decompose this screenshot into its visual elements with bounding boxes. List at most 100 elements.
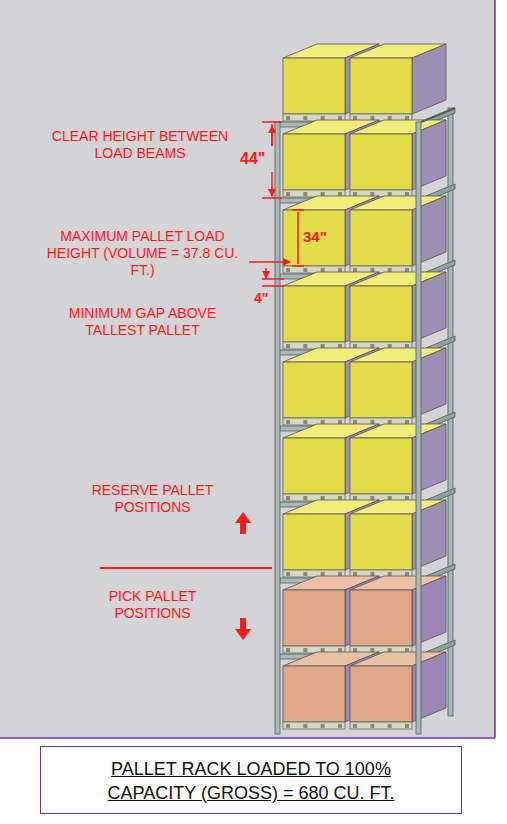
pallet-slot <box>388 420 392 424</box>
pallet-slot <box>338 344 342 348</box>
box-front <box>350 514 412 570</box>
pallet-load <box>350 196 446 273</box>
pallet-slot <box>353 648 357 652</box>
pallet-load <box>350 44 446 121</box>
pallet-slot <box>303 496 307 500</box>
callout-label: PICK PALLET POSITIONS <box>70 588 235 622</box>
pallet-slot <box>286 192 290 196</box>
pallet-slot <box>286 572 290 576</box>
dimension-line <box>271 124 273 146</box>
pallet-slot <box>338 724 342 728</box>
box-front <box>350 210 412 266</box>
extension-line <box>262 197 282 199</box>
pallet-slot <box>405 572 409 576</box>
pallet-load <box>350 500 446 577</box>
pallet-slot <box>338 420 342 424</box>
pallet-slot <box>338 116 342 120</box>
box-front <box>350 58 412 114</box>
box-front <box>350 134 412 190</box>
box-front <box>283 438 345 494</box>
callout-label: MAXIMUM PALLET LOAD HEIGHT (VOLUME = 37.… <box>40 228 245 279</box>
rack-top-rail <box>421 108 455 122</box>
pallet-slot <box>353 344 357 348</box>
box-front <box>350 666 412 722</box>
pallet-slot <box>353 192 357 196</box>
pallet-slot <box>286 420 290 424</box>
panel-ground <box>0 0 495 738</box>
pallet-slot <box>405 724 409 728</box>
box-front <box>283 58 345 114</box>
box-front <box>283 514 345 570</box>
dimension-line <box>297 212 299 264</box>
callout-label: MINIMUM GAP ABOVE TALLEST PALLET <box>45 305 240 339</box>
pallet-slot <box>405 648 409 652</box>
pallet-slot <box>286 648 290 652</box>
pallet-load <box>350 424 446 501</box>
pallet-slot <box>321 268 325 272</box>
box-front <box>283 286 345 342</box>
dimension-label: 34" <box>303 228 327 245</box>
dimension-label: 4" <box>254 290 268 307</box>
pallet-slot <box>321 648 325 652</box>
pallet-slot <box>405 192 409 196</box>
pallet-slot <box>405 268 409 272</box>
callout-label: CLEAR HEIGHT BETWEEN LOAD BEAMS <box>50 128 230 162</box>
pallet-slot <box>286 344 290 348</box>
pallet-slot <box>388 572 392 576</box>
divider-line <box>100 567 272 569</box>
pallet-slot <box>286 268 290 272</box>
pallet-slot <box>321 496 325 500</box>
pallet-slot <box>370 344 374 348</box>
extension-line <box>262 121 282 123</box>
pallet-slot <box>370 420 374 424</box>
box-front <box>283 134 345 190</box>
pallet-slot <box>286 724 290 728</box>
pallet-load <box>350 120 446 197</box>
pallet-slot <box>338 496 342 500</box>
box-front <box>283 666 345 722</box>
pallet-slot <box>370 116 374 120</box>
rack-upright <box>448 108 453 716</box>
pallet <box>350 722 412 729</box>
dimension-tick <box>292 209 304 211</box>
pallet-slot <box>370 192 374 196</box>
pallet-slot <box>303 724 307 728</box>
pallet-load <box>350 652 446 729</box>
pallet-slot <box>338 268 342 272</box>
pallet-slot <box>353 724 357 728</box>
rack-upright <box>275 122 280 734</box>
pallet-slot <box>388 724 392 728</box>
pallet-slot <box>405 496 409 500</box>
pallet-slot <box>286 116 290 120</box>
box-front <box>350 362 412 418</box>
caption-text: PALLET RACK LOADED TO 100% CAPACITY (GRO… <box>79 757 424 805</box>
pallet-slot <box>321 116 325 120</box>
panel-border <box>494 0 496 738</box>
rack-upright <box>416 122 421 734</box>
pallet-slot <box>405 420 409 424</box>
box-front <box>283 362 345 418</box>
box-front <box>350 438 412 494</box>
pallet-slot <box>321 420 325 424</box>
pallet-slot <box>405 344 409 348</box>
pallet-slot <box>370 724 374 728</box>
pallet-slot <box>388 116 392 120</box>
pallet-slot <box>321 572 325 576</box>
dimension-tick <box>292 265 304 267</box>
pallet-slot <box>353 420 357 424</box>
gap-arrow <box>265 268 267 278</box>
down-arrow <box>235 618 251 640</box>
pallet-slot <box>370 648 374 652</box>
pallet-slot <box>405 116 409 120</box>
pallet-slot <box>338 572 342 576</box>
up-arrow <box>235 512 251 534</box>
pallet-slot <box>388 496 392 500</box>
pallet-slot <box>388 648 392 652</box>
box-side <box>412 44 446 114</box>
panel-border <box>0 737 495 739</box>
pallet-load <box>350 576 446 653</box>
pallet-slot <box>303 192 307 196</box>
pallet-slot <box>353 268 357 272</box>
box-front <box>283 590 345 646</box>
